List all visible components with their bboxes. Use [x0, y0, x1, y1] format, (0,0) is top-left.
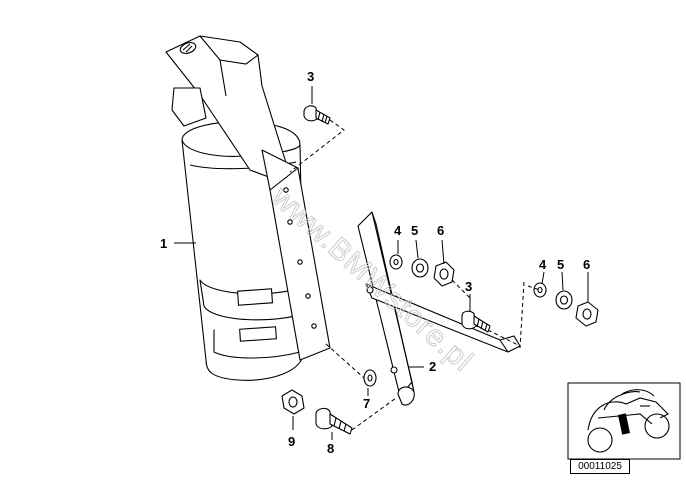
callout-5-right: 5: [557, 257, 564, 272]
diagram-code-label: 00011025: [570, 459, 630, 474]
callout-1: 1: [160, 236, 167, 251]
callout-3-lower: 3: [465, 279, 472, 294]
callout-3-upper: 3: [307, 69, 314, 84]
callout-4-right: 4: [539, 257, 547, 272]
bolt-part-8: [315, 407, 353, 435]
callout-8: 8: [327, 441, 334, 456]
bolt-part-3-lower: [461, 310, 491, 333]
lock-washer-part-5-a: [411, 258, 429, 278]
bracket-part: [357, 211, 521, 406]
bolt-part-3-upper: [303, 105, 331, 125]
nut-part-6-a: [433, 261, 455, 287]
callout-7: 7: [363, 396, 370, 411]
nut-part-9: [281, 389, 305, 415]
callout-9: 9: [288, 434, 295, 449]
callout-4-upper: 4: [394, 223, 402, 238]
callout-2: 2: [429, 359, 436, 374]
assembly-lines: [289, 119, 541, 431]
washer-part-4-a: [389, 254, 403, 270]
lock-washer-part-5-b: [555, 290, 573, 310]
washer-part-7: [363, 369, 377, 387]
callout-6-right: 6: [583, 257, 590, 272]
callout-5-upper: 5: [411, 223, 418, 238]
motorcycle-thumbnail-icon: [567, 382, 681, 460]
washer-part-4-b: [533, 282, 547, 298]
fire-extinguisher-icon: [165, 35, 331, 381]
leader-lines: [174, 86, 589, 440]
nut-part-6-b: [575, 301, 599, 327]
callout-6-upper: 6: [437, 223, 444, 238]
